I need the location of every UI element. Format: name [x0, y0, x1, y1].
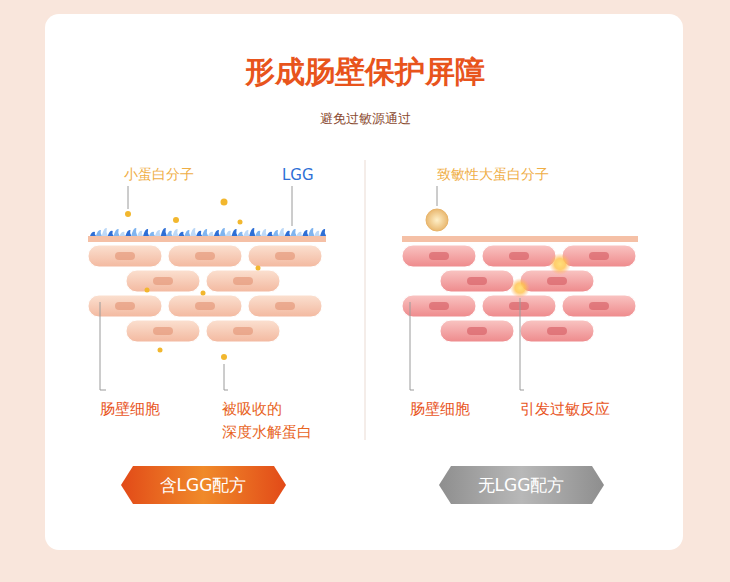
label: 引发过敏反应 — [520, 398, 610, 421]
label: LGG — [282, 164, 314, 187]
label: 肠壁细胞 — [410, 398, 470, 421]
label: 肠壁细胞 — [100, 398, 160, 421]
button-text: 无LGG配方 — [478, 474, 565, 497]
formula-button: 含LGG配方 — [121, 466, 286, 504]
button-text: 含LGG配方 — [160, 474, 247, 497]
label: 避免过敏源通过 — [320, 109, 411, 129]
title: 形成肠壁保护屏障 — [245, 52, 485, 93]
label: 致敏性大蛋白分子 — [437, 164, 549, 185]
formula-button: 无LGG配方 — [439, 466, 604, 504]
label: 小蛋白分子 — [124, 164, 194, 185]
label: 被吸收的 深度水解蛋白 — [222, 398, 318, 443]
